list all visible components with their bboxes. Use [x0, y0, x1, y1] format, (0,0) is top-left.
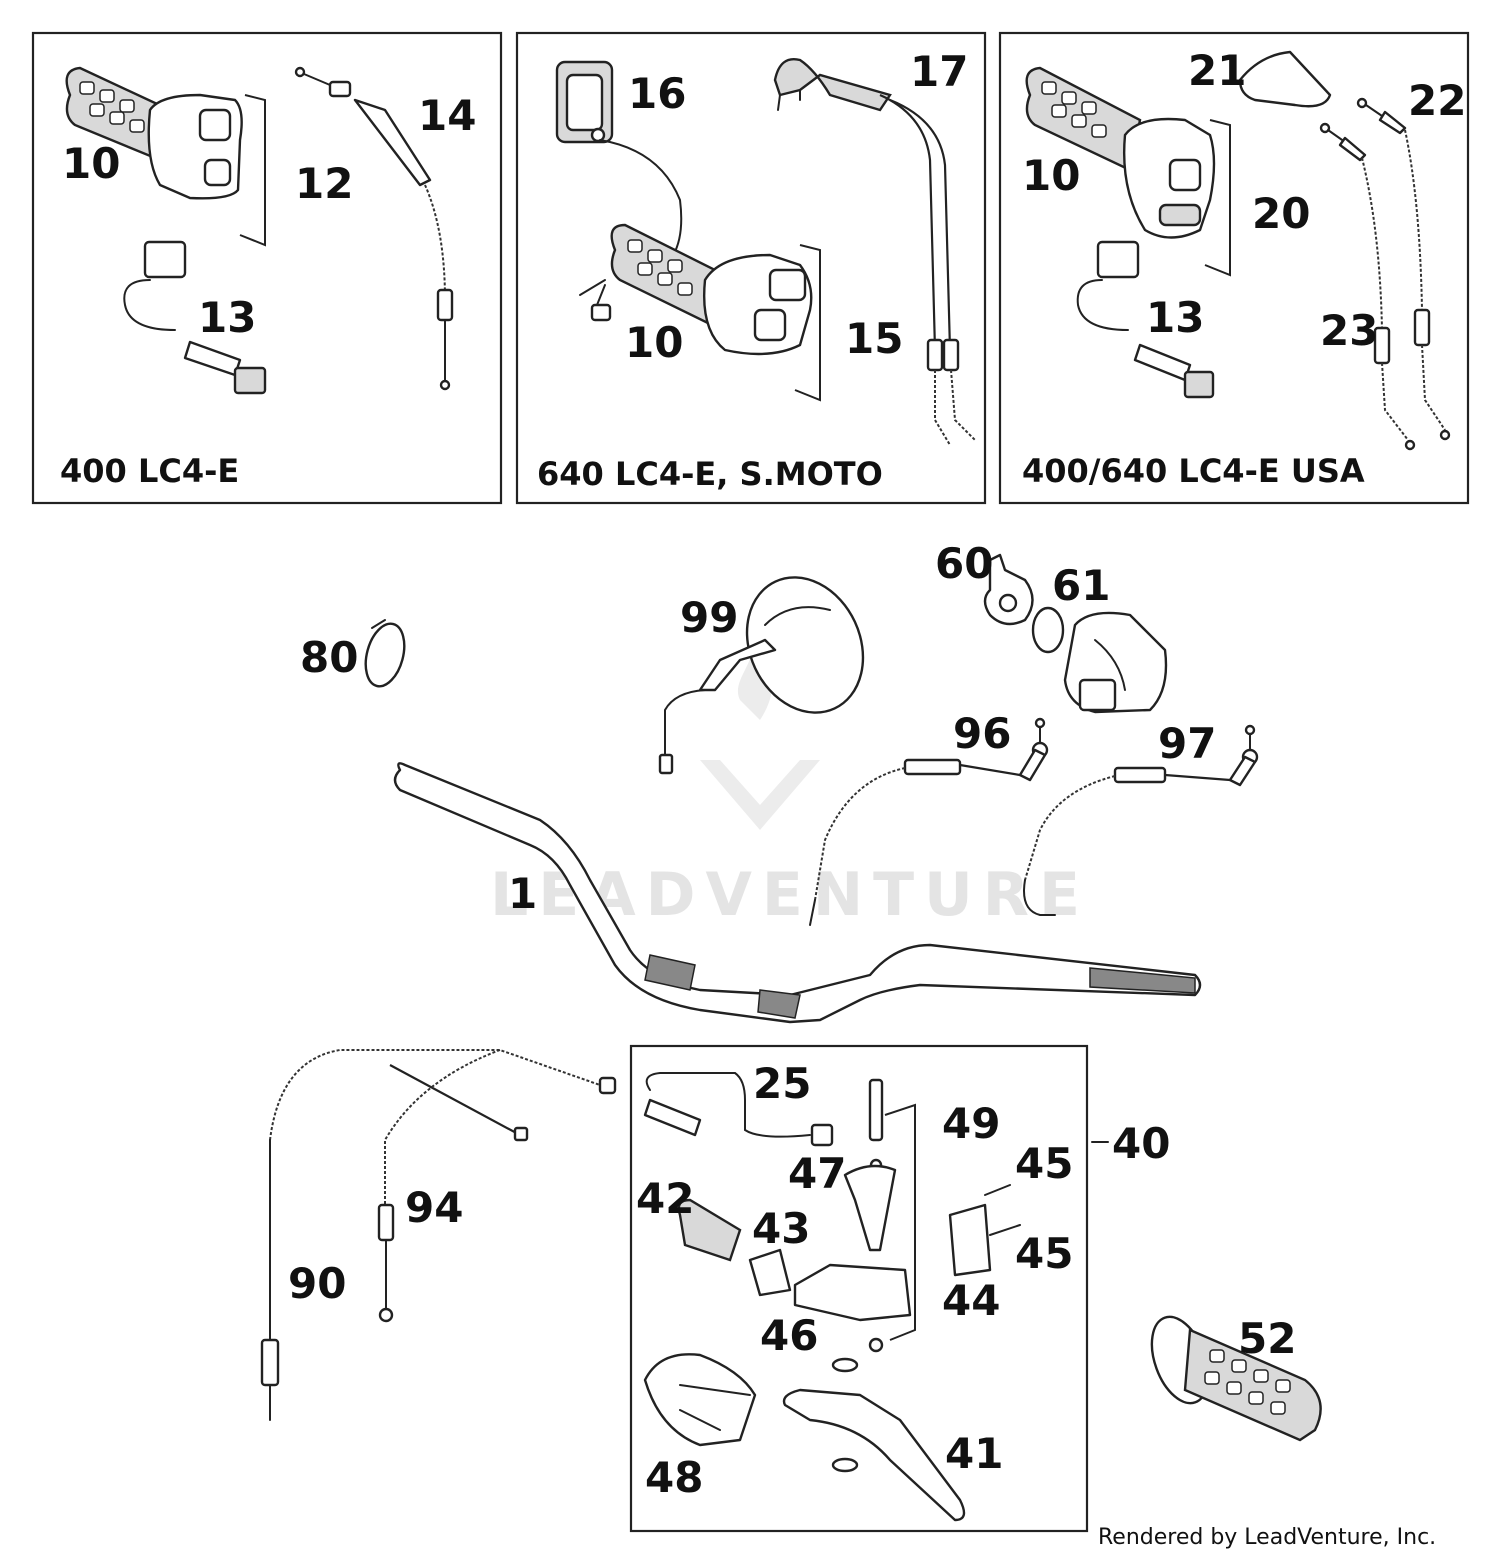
callout-43: 43 [752, 1204, 810, 1253]
callout-97: 97 [1158, 719, 1216, 768]
callout-49: 49 [942, 1099, 1000, 1148]
p1-kill-switch [123, 240, 267, 395]
render-credit: Rendered by LeadVenture, Inc. [1098, 1525, 1436, 1550]
callout-14: 14 [418, 91, 476, 140]
p2-switch-16 [555, 60, 683, 261]
panel-caption: 400 LC4-E [60, 452, 239, 490]
p3-throttle-cables [1319, 97, 1451, 451]
panel-400-lc4-e [31, 31, 503, 505]
callout-17: 17 [910, 47, 968, 96]
p3-kill-switch [1076, 240, 1215, 399]
p1-bracket-12 [239, 94, 266, 247]
p1-throttle-cable [294, 66, 454, 391]
p1-throttle-grip [65, 66, 243, 200]
callout-60: 60 [935, 539, 993, 588]
callout-99: 99 [680, 593, 738, 642]
callout-20: 20 [1252, 189, 1310, 238]
clutch-lever-assembly [677, 1078, 1021, 1353]
callout-21: 21 [1188, 46, 1246, 95]
ring-61 [1031, 606, 1065, 654]
mirror-99 [658, 576, 865, 775]
callout-41: 41 [945, 1429, 1003, 1478]
callout-labels: 10 12 13 14 16 17 10 15 21 22 10 20 13 2… [62, 46, 1466, 1502]
callout-42: 42 [636, 1174, 694, 1223]
sensor-25 [643, 1072, 834, 1147]
switch-housing [1063, 611, 1168, 714]
callout-12: 12 [295, 159, 353, 208]
callout-25: 25 [753, 1059, 811, 1108]
callout-45: 45 [1015, 1139, 1073, 1188]
p3-throttle-grip [1025, 66, 1216, 239]
callout-10: 10 [1022, 151, 1080, 200]
cable-90-94 [260, 1048, 617, 1421]
panel-640-lc4-e-smoto [515, 31, 987, 505]
callout-13: 13 [1146, 293, 1204, 342]
panel-400-640-usa [998, 31, 1470, 505]
cover-48 [643, 1353, 757, 1447]
callout-96: 96 [953, 709, 1011, 758]
callout-13: 13 [198, 293, 256, 342]
callout-16: 16 [628, 69, 686, 118]
clamp-80 [364, 619, 406, 688]
cable-97 [1023, 724, 1259, 916]
callout-48: 48 [645, 1453, 703, 1502]
callout-46: 46 [760, 1311, 818, 1360]
callout-1: 1 [508, 869, 537, 918]
callout-44: 44 [942, 1276, 1000, 1325]
clutch-lever-41 [782, 1357, 966, 1522]
grip-52 [1150, 1315, 1322, 1442]
callout-90: 90 [288, 1259, 346, 1308]
callout-45: 45 [1015, 1229, 1073, 1278]
callout-40: 40 [1112, 1119, 1170, 1168]
callout-10: 10 [62, 139, 120, 188]
callout-52: 52 [1238, 1314, 1296, 1363]
p3-cap-21 [1238, 50, 1332, 108]
callout-61: 61 [1052, 561, 1110, 610]
callout-80: 80 [300, 633, 358, 682]
p2-throttle-cables [773, 58, 976, 446]
cable-96 [809, 717, 1049, 926]
callout-47: 47 [788, 1149, 846, 1198]
callout-10: 10 [625, 318, 683, 367]
p2-throttle-grip [579, 223, 813, 356]
callout-15: 15 [845, 314, 903, 363]
callout-23: 23 [1320, 306, 1378, 355]
panel-caption: 640 LC4-E, S.MOTO [537, 455, 883, 493]
callout-22: 22 [1408, 76, 1466, 125]
switch-60 [983, 553, 1034, 626]
callout-94: 94 [405, 1183, 463, 1232]
p3-bracket-20 [1204, 119, 1231, 277]
panel-caption: 400/640 LC4-E USA [1022, 452, 1365, 490]
panel-clutch-assembly [629, 1044, 1089, 1533]
handlebar-1 [393, 762, 1202, 1024]
p2-bracket-15 [794, 244, 821, 402]
